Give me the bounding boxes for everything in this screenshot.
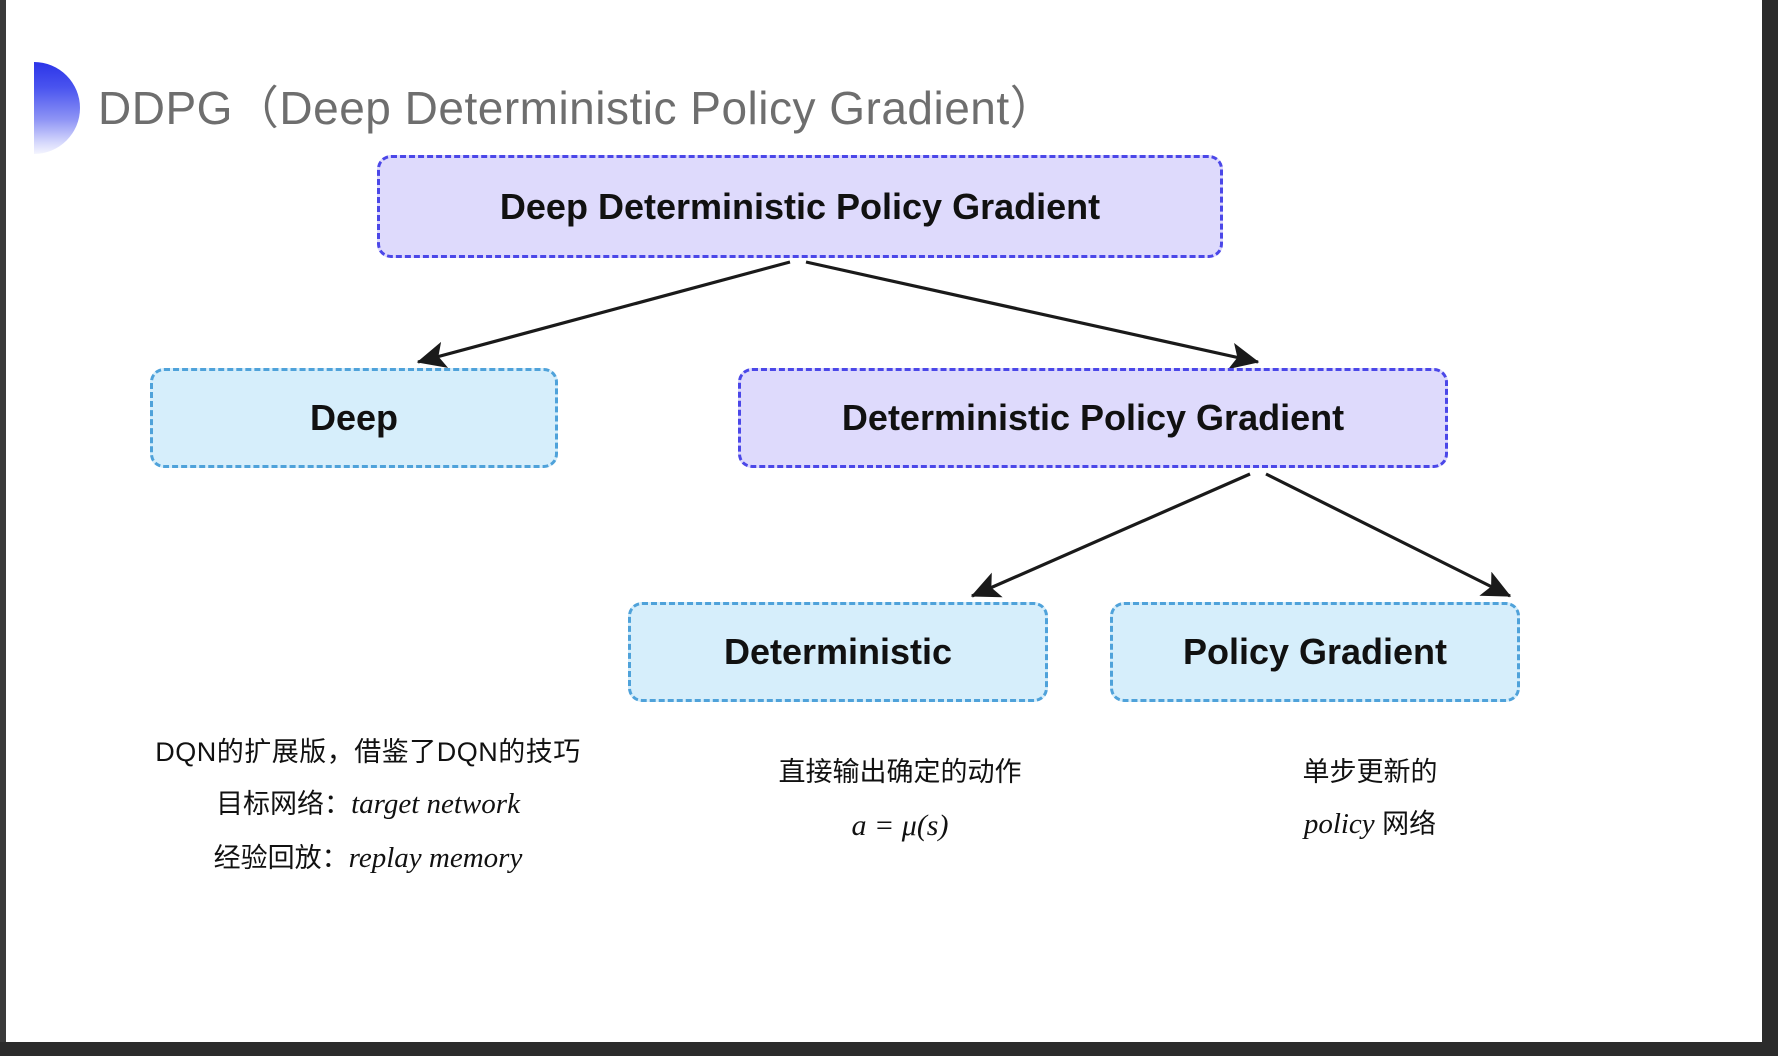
edge-dpg-to-policy-gradient xyxy=(1265,472,1512,598)
caption-deterministic-formula: a = μ(s) xyxy=(851,808,949,842)
caption-deep-line1: DQN的扩展版，借鉴了DQN的技巧 xyxy=(155,737,581,767)
caption-deep-line3-label: 经验回放： xyxy=(213,842,349,873)
caption-policy-gradient-suffix: 网络 xyxy=(1374,808,1437,839)
caption-deep-line3: 经验回放：replay memory xyxy=(118,832,618,886)
caption-deep: DQN的扩展版，借鉴了DQN的技巧 目标网络：target network 经验… xyxy=(118,728,618,885)
caption-policy-gradient: 单步更新的 policy 网络 xyxy=(1160,748,1580,852)
frame-edge-right xyxy=(1762,0,1778,1056)
frame-edge-top xyxy=(0,0,1778,4)
frame-edge-left xyxy=(0,0,6,1056)
caption-deep-line2-term: target network xyxy=(351,787,520,820)
node-deterministic[interactable]: Deterministic xyxy=(628,602,1048,702)
edge-dpg-to-deterministic xyxy=(970,472,1251,598)
caption-policy-gradient-term: policy xyxy=(1303,807,1375,840)
edge-root-to-deep xyxy=(416,260,791,368)
half-circle-decoration-icon xyxy=(34,62,80,154)
node-deep-deterministic-policy-gradient[interactable]: Deep Deterministic Policy Gradient xyxy=(377,155,1223,258)
node-policy-gradient[interactable]: Policy Gradient xyxy=(1110,602,1520,702)
caption-deep-line2-label: 目标网络： xyxy=(216,788,352,819)
caption-deterministic: 直接输出确定的动作 a = μ(s) xyxy=(690,748,1110,853)
page-title: DDPG（Deep Deterministic Policy Gradient） xyxy=(98,82,1057,134)
edge-root-to-dpg xyxy=(805,260,1260,370)
node-label: Deep xyxy=(309,397,399,438)
caption-policy-gradient-line2: policy 网络 xyxy=(1160,798,1580,852)
node-label: Deterministic xyxy=(723,631,953,672)
caption-deterministic-line1: 直接输出确定的动作 xyxy=(778,757,1022,787)
node-deterministic-policy-gradient[interactable]: Deterministic Policy Gradient xyxy=(738,368,1448,468)
caption-policy-gradient-line1: 单步更新的 xyxy=(1302,757,1438,787)
node-label: Deterministic Policy Gradient xyxy=(841,397,1345,438)
node-label: Deep Deterministic Policy Gradient xyxy=(499,185,1101,227)
node-label: Policy Gradient xyxy=(1182,631,1448,672)
caption-deep-line3-term: replay memory xyxy=(348,841,523,874)
frame-edge-bottom xyxy=(0,1042,1778,1056)
node-deep[interactable]: Deep xyxy=(150,368,558,468)
caption-deep-line2: 目标网络：target network xyxy=(118,778,618,832)
